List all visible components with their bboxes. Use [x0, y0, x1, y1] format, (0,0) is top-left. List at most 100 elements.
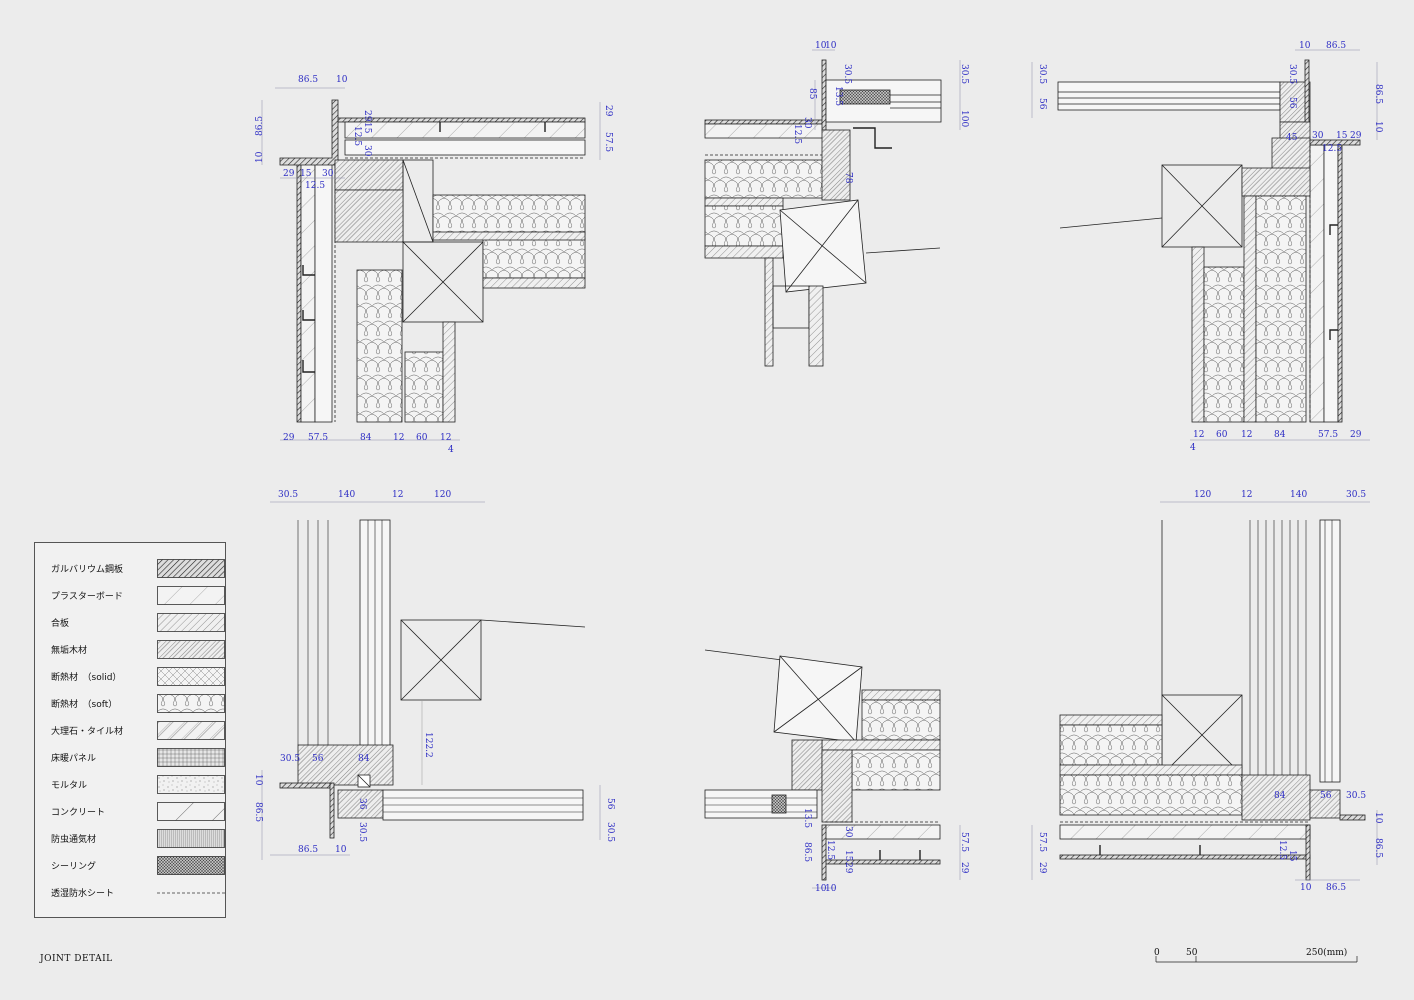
d1-top-dim: 86.5 [298, 75, 318, 85]
d5-dim: 13.5 [802, 808, 812, 828]
d2-dim: 12.5 [792, 124, 802, 144]
d5-dim: 29 [843, 862, 853, 874]
legend-item: 断熱材 （solid） [51, 667, 225, 687]
d6-right-dim: 10 [1373, 812, 1383, 824]
legend-swatch-marble-tile [157, 721, 225, 740]
d4-top-dim: 120 [434, 490, 451, 500]
materials-legend: ガルバリウム鋼板プラスターボード合板無垢木材断熱材 （solid）断熱材 （so… [34, 542, 226, 918]
d6-top-dim: 30.5 [1346, 490, 1366, 500]
legend-item: ガルバリウム鋼板 [51, 559, 225, 579]
legend-label: 無垢木材 [51, 646, 88, 656]
d4-bottom-dim: 86.5 [298, 845, 318, 855]
d1-small-dim: 29 [362, 110, 372, 122]
legend-item: モルタル [51, 775, 225, 795]
legend-item: コンクリート [51, 802, 225, 822]
d5-dim: 86.5 [802, 842, 812, 862]
legend-label: 床暖パネル [51, 754, 97, 764]
d6-top-dim: 12 [1241, 490, 1252, 500]
legend-swatch-galvalume [157, 559, 225, 578]
legend-swatch-membrane-dashed [157, 892, 225, 894]
legend-label: 断熱材 （solid） [51, 673, 122, 683]
d6-top-dim: 140 [1290, 490, 1307, 500]
d3-top-dim: 10 [1299, 41, 1311, 51]
d4-top-dim: 12 [392, 490, 403, 500]
d6-bottom-dim: 10 [1300, 883, 1312, 893]
d3-right-dim: 10 [1373, 121, 1383, 133]
legend-label: シーリング [51, 862, 97, 872]
d6-dim: 15 [1287, 850, 1297, 862]
scale-bar: 0 50 250(mm) [1152, 944, 1362, 968]
legend-swatch-floor-heating [157, 748, 225, 767]
d2-dim: 100 [959, 110, 969, 127]
d4-dim: 30.5 [357, 822, 367, 842]
d4-top-dim: 140 [338, 490, 355, 500]
d1-left-dim: 86.5 [255, 116, 265, 136]
d1-bottom-dim: 12 [393, 433, 404, 443]
d4-top-dim: 30.5 [278, 490, 298, 500]
legend-item: 床暖パネル [51, 748, 225, 768]
scale-label-250: 250(mm) [1306, 948, 1348, 958]
d6-dim: 56 [1320, 791, 1332, 801]
d1-bottom-dim: 84 [360, 433, 372, 443]
d4-dim: 84 [358, 754, 370, 764]
d2-dim: 30 [802, 117, 812, 129]
legend-swatch-plywood [157, 613, 225, 632]
d2-dim: 30.5 [842, 64, 852, 84]
d3-left-dim: 30.5 [1037, 64, 1047, 84]
d6-top-dim: 120 [1194, 490, 1211, 500]
d6-dim: 84 [1274, 791, 1286, 801]
d1-bottom-dim: 57.5 [308, 433, 328, 443]
d1-small-dim: 15 [362, 122, 372, 134]
d4-bottom-dim: 10 [335, 845, 347, 855]
scale-bar-graphic [1155, 956, 1358, 963]
d3-top-dim: 86.5 [1326, 41, 1346, 51]
d3-dim: 45 [1286, 133, 1298, 143]
legend-item: シーリング [51, 856, 225, 876]
d1-right-dim: 29 [603, 105, 613, 117]
d3-dim: 56 [1287, 97, 1297, 109]
d6-right-dim: 86.5 [1373, 838, 1383, 858]
legend-item: 無垢木材 [51, 640, 225, 660]
d5-right-dim: 29 [959, 862, 969, 874]
d4-left-dim: 10 [253, 774, 263, 786]
legend-label: コンクリート [51, 808, 106, 818]
d4-dim: 36 [357, 798, 367, 810]
d3-dim: 12.5 [1322, 144, 1342, 154]
detail-2-window [704, 59, 942, 367]
d4-right-dim: 30.5 [605, 822, 615, 842]
d4-dim: 30.5 [280, 754, 300, 764]
d5-bottom-dim: 10 [825, 884, 837, 894]
legend-label: ガルバリウム鋼板 [51, 565, 124, 575]
d5-dim: 15 [843, 850, 853, 862]
d3-bottom-dim: 4 [1190, 443, 1196, 453]
legend-swatch-solid-wood [157, 640, 225, 659]
d3-dim: 30 [1312, 131, 1324, 141]
d3-left-dim: 56 [1037, 98, 1047, 110]
d3-bottom-dim: 60 [1216, 430, 1228, 440]
d1-small-dim: 12.5 [352, 126, 362, 146]
d6-left-dim: 57.5 [1037, 832, 1047, 852]
d6-dim: 12.5 [1277, 840, 1287, 860]
legend-item: 透湿防水シート [51, 883, 225, 903]
legend-swatch-plasterboard [157, 586, 225, 605]
legend-label: 大理石・タイル材 [51, 727, 124, 737]
sheet-title: JOINT DETAIL [40, 954, 113, 964]
d6-dim: 30.5 [1346, 791, 1366, 801]
detail-6-corner [1059, 519, 1366, 881]
legend-swatch-concrete [157, 802, 225, 821]
d1-bottom-dim: 60 [416, 433, 428, 443]
d2-dim: 78 [843, 172, 853, 184]
d4-dim: 122.2 [423, 732, 433, 758]
d1-row-dim: 30 [322, 169, 334, 179]
detail-4-corner [279, 519, 586, 839]
d1-right-dim: 57.5 [603, 132, 613, 152]
d4-dim: 56 [312, 754, 324, 764]
scale-label-0: 0 [1154, 948, 1160, 958]
d1-small-dim: 30 [362, 145, 372, 157]
d3-bottom-dim: 29 [1350, 430, 1362, 440]
scale-label-50: 50 [1186, 948, 1198, 958]
d1-small-dim: 12.5 [305, 181, 325, 191]
d3-dim: 15 [1336, 131, 1348, 141]
legend-swatch-insect-vent [157, 829, 225, 848]
